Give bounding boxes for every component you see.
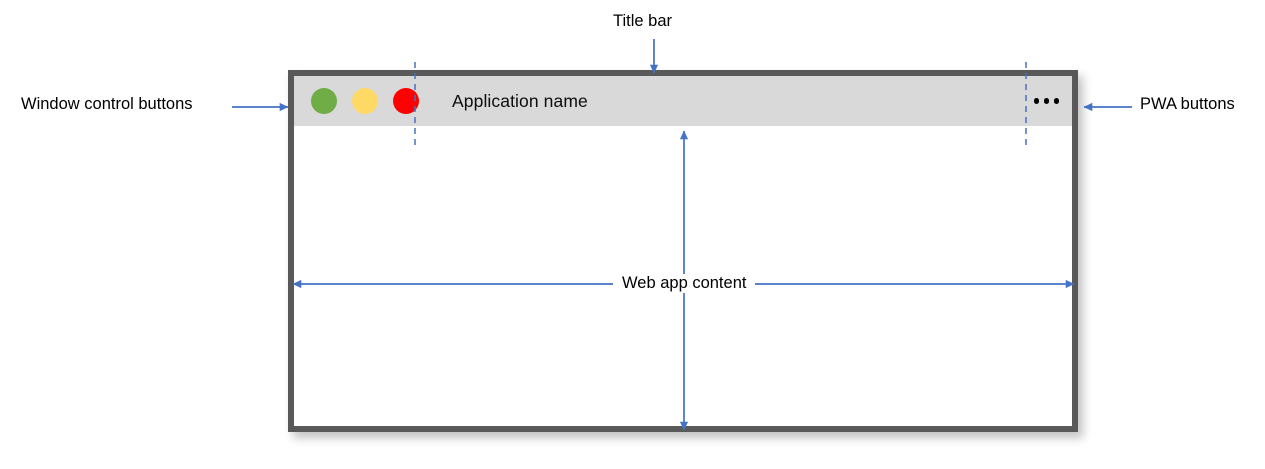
ellipsis-icon-dot-3 [1053,98,1059,104]
application-name-label: Application name [452,90,588,111]
pwa-buttons[interactable] [1033,76,1059,126]
application-window: Application name [288,70,1078,432]
annotation-label-window-control-buttons: Window control buttons [21,95,193,113]
annotation-label-pwa-buttons: PWA buttons [1140,95,1235,113]
window-control-yellow-button[interactable] [352,88,378,114]
ellipsis-icon-dot-1 [1033,98,1039,104]
annotation-label-title-bar: Title bar [613,12,672,30]
window-control-red-button[interactable] [393,88,419,114]
window-control-buttons [311,88,419,114]
annotation-label-web-app-content: Web app content [613,274,756,293]
window-control-green-button[interactable] [311,88,337,114]
ellipsis-icon-dot-2 [1043,98,1049,104]
title-bar: Application name [294,76,1072,126]
